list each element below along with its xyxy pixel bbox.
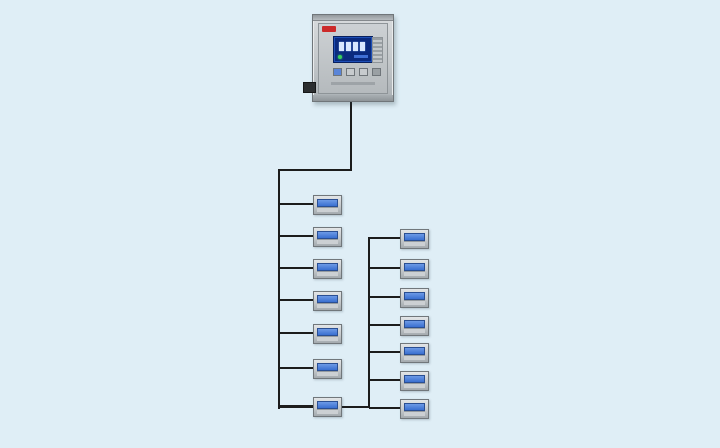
lcd-digit: [346, 42, 351, 51]
detector-right-4: [400, 316, 429, 336]
detector-display: [317, 263, 338, 271]
bus-stub-line: [279, 405, 313, 407]
controller-button-row: [333, 68, 381, 76]
detector-display: [404, 403, 425, 411]
bus-stub-line: [369, 407, 400, 409]
cable-gland: [303, 82, 316, 93]
status-led: [338, 55, 342, 59]
detector-right-3: [400, 288, 429, 308]
detector-label-area: [317, 207, 338, 212]
bus-stub-line: [279, 299, 313, 301]
bus-stub-line: [279, 332, 313, 334]
controller-top-strip: [313, 15, 393, 21]
controller-drop-line: [350, 100, 352, 170]
detector-left-5: [313, 324, 342, 344]
detector-right-6: [400, 371, 429, 391]
detector-display: [404, 320, 425, 328]
detector-left-3: [313, 259, 342, 279]
bus-stub-line: [279, 235, 313, 237]
controller-label-text: [331, 82, 375, 85]
detector-left-4: [313, 291, 342, 311]
detector-label-area: [317, 409, 338, 414]
detector-label-area: [317, 371, 338, 376]
bus-stub-line: [369, 379, 400, 381]
controller-lcd-display: [333, 36, 373, 63]
detector-display: [317, 231, 338, 239]
detector-display: [404, 292, 425, 300]
detector-left-6: [313, 359, 342, 379]
detector-label-area: [317, 336, 338, 341]
detector-display: [404, 263, 425, 271]
detector-display: [404, 233, 425, 241]
detector-display: [317, 199, 338, 207]
lcd-digit: [360, 42, 365, 51]
controller-button: [359, 68, 368, 76]
controller-bottom-band: [313, 95, 393, 101]
detector-display: [404, 375, 425, 383]
detector-left-1: [313, 195, 342, 215]
detector-label-area: [404, 355, 425, 360]
detector-right-7: [400, 399, 429, 419]
bus-stub-line: [369, 296, 400, 298]
detector-label-area: [404, 383, 425, 388]
gas-alarm-controller: [303, 14, 394, 102]
lcd-digits: [339, 42, 365, 51]
lcd-digit: [353, 42, 358, 51]
left-bus-line: [278, 169, 280, 409]
detector-left-2: [313, 227, 342, 247]
bus-stub-line: [369, 351, 400, 353]
detector-left-7: [313, 397, 342, 417]
detector-label-area: [404, 300, 425, 305]
bus-stub-line: [279, 203, 313, 205]
speaker-grille: [372, 37, 383, 63]
bus-stub-line: [369, 324, 400, 326]
detector-display: [404, 347, 425, 355]
detector-label-area: [317, 303, 338, 308]
bus-stub-line: [369, 267, 400, 269]
detector-display: [317, 295, 338, 303]
detector-label-area: [404, 328, 425, 333]
detector-display: [317, 363, 338, 371]
bus-stub-line: [279, 367, 313, 369]
detector-right-1: [400, 229, 429, 249]
bus-stub-line: [369, 237, 400, 239]
controller-front-panel: [318, 23, 388, 94]
controller-button: [333, 68, 342, 76]
detector-label-area: [404, 411, 425, 416]
detector-display: [317, 401, 338, 409]
branch-horizontal-line: [278, 169, 352, 171]
detector-right-5: [400, 343, 429, 363]
detector-label-area: [317, 271, 338, 276]
lcd-indicator-bar: [354, 55, 368, 58]
detector-right-2: [400, 259, 429, 279]
detector-label-area: [317, 239, 338, 244]
right-bus-line: [368, 237, 370, 408]
controller-button: [346, 68, 355, 76]
brand-logo: [322, 26, 336, 32]
detector-label-area: [404, 241, 425, 246]
bus-stub-line: [279, 267, 313, 269]
lcd-digit: [339, 42, 344, 51]
controller-button: [372, 68, 381, 76]
detector-display: [317, 328, 338, 336]
detector-label-area: [404, 271, 425, 276]
